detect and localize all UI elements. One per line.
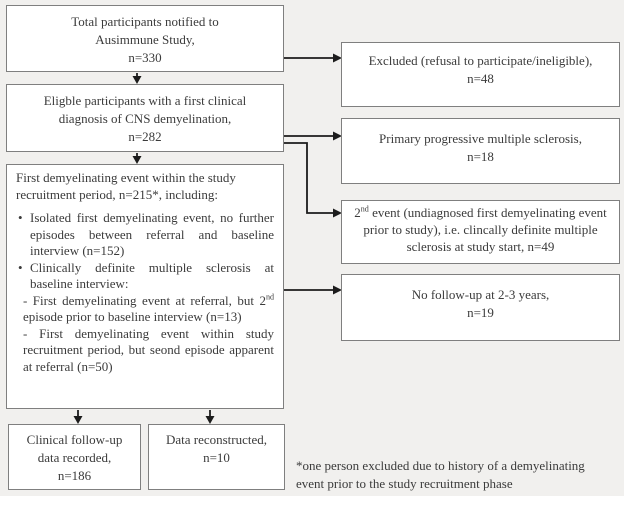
box-eligible-participants: Eligble participants with a first clinic… [6, 84, 284, 152]
box-no-followup: No follow-up at 2-3 years, n=19 [341, 274, 620, 341]
box-second-event: 2nd event (undiagnosed first demyelinati… [341, 200, 620, 264]
first-event-bullet1-text: Isolated first demyelinating event, no f… [30, 210, 274, 258]
bullet-glyph: • [18, 259, 23, 275]
first-event-bullet-isolated: • Isolated first demyelinating event, no… [16, 210, 274, 260]
second-event-number: 2 [354, 205, 361, 220]
first-event-bullet-cdms: • Clinically definite multiple sclerosis… [16, 260, 274, 293]
box-clinical-followup: Clinical follow-up data recorded, n=186 [8, 424, 141, 490]
first-event-header: First demyelinating event within the stu… [16, 170, 236, 202]
subitem1-text-start: - First demyelinating event at referral,… [23, 292, 266, 308]
second-event-text: event (undiagnosed first demyelinating e… [363, 205, 607, 255]
box-data-reconstructed: Data reconstructed, n=10 [148, 424, 285, 490]
box-total-participants: Total participants notified to Ausimmune… [6, 5, 284, 72]
first-event-bullet2-text: Clinically definite multiple sclerosis a… [30, 259, 274, 292]
subitem1-text-end: episode prior to baseline interview (n=1… [23, 309, 242, 324]
footnote: *one person excluded due to history of a… [296, 458, 585, 492]
first-event-subitem-1: - First demyelinating event at referral,… [16, 293, 274, 326]
box-primary-progressive-ms: Primary progressive multiple sclerosis, … [341, 118, 620, 184]
bullet-glyph: • [18, 210, 23, 225]
box-first-demyelinating-event: First demyelinating event within the stu… [6, 164, 284, 409]
second-event-superscript: nd [360, 204, 369, 214]
first-event-subitem-2: - First demyelinating event within study… [23, 325, 274, 374]
box-excluded: Excluded (refusal to participate/ineligi… [341, 42, 620, 107]
subitem1-superscript: nd [265, 292, 274, 302]
